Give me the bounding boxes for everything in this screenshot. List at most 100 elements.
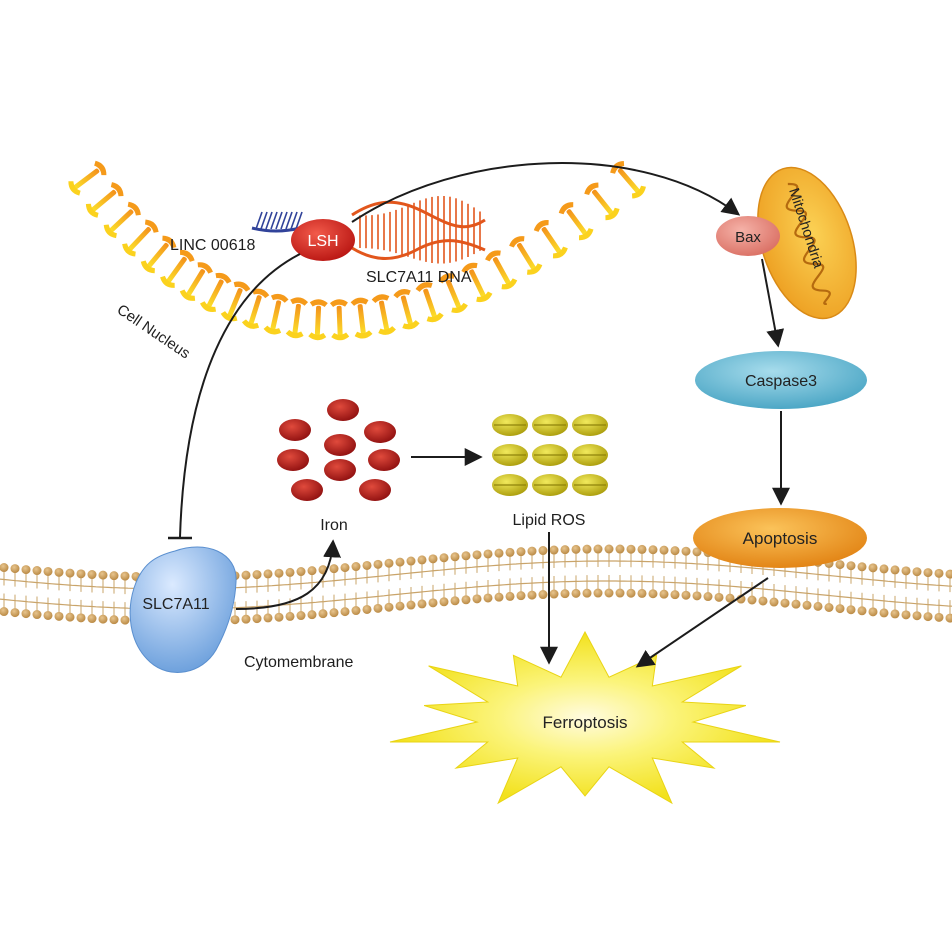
lipid-head xyxy=(0,607,9,617)
lipid-head xyxy=(505,547,515,557)
lipid-head xyxy=(560,545,570,555)
lipid-head xyxy=(10,608,20,618)
envelope-segment xyxy=(263,293,289,335)
lipid-head xyxy=(241,570,251,580)
lipid-head xyxy=(252,570,262,580)
envelope-segment xyxy=(220,281,251,322)
lipid-head xyxy=(703,592,713,602)
slc7a11-dna-helix xyxy=(351,196,486,264)
bax-node xyxy=(716,216,780,256)
lipid-head xyxy=(307,566,317,576)
lipid-head xyxy=(43,610,53,620)
lipid-head xyxy=(648,545,658,555)
iron-particle xyxy=(291,479,323,501)
lipid-head xyxy=(538,590,548,600)
lipid-head xyxy=(32,610,42,620)
envelope-segment xyxy=(533,220,568,259)
lipid-head xyxy=(76,613,86,623)
lipid-head xyxy=(439,597,449,607)
edge-slc7a11-iron xyxy=(235,539,342,610)
lipid-head xyxy=(692,547,702,557)
lipid-head xyxy=(670,546,680,556)
nucleus-envelope xyxy=(68,160,646,341)
lipid-head xyxy=(340,607,350,617)
lipid-head xyxy=(615,544,625,554)
lipid-head xyxy=(879,564,889,574)
edge-bax-caspase3 xyxy=(761,258,785,348)
lipid-head xyxy=(274,612,284,622)
lipid-head xyxy=(10,564,20,574)
iron-cluster xyxy=(277,399,400,501)
lipid-head xyxy=(571,544,581,554)
iron-label: Iron xyxy=(320,517,348,534)
lipid-head xyxy=(87,570,97,580)
envelope-segment xyxy=(179,262,213,301)
lipid-head xyxy=(505,591,515,601)
iron-particle xyxy=(324,434,356,456)
envelope-segment xyxy=(509,236,543,275)
lipid-head xyxy=(604,544,614,554)
envelope-segment xyxy=(200,272,232,313)
lipid-head xyxy=(54,567,64,577)
slc7a11-transporter xyxy=(129,546,237,673)
lipid-head xyxy=(384,602,394,612)
lipid-head xyxy=(813,601,823,611)
envelope-segment xyxy=(160,249,195,288)
lipid-head xyxy=(549,589,559,599)
lipid-ros-particle xyxy=(532,474,568,496)
lipid-head xyxy=(593,544,603,554)
cell-nucleus-label: Cell Nucleus xyxy=(114,301,193,362)
lipid-head xyxy=(912,567,922,577)
lipid-head xyxy=(670,590,680,600)
lipid-head xyxy=(241,614,251,624)
lipid-head xyxy=(769,597,779,607)
envelope-segment xyxy=(68,160,107,196)
lipid-head xyxy=(835,604,845,614)
lipid-head xyxy=(516,547,526,557)
lipid-head xyxy=(604,588,614,598)
rna-strand-tick xyxy=(270,211,278,230)
linc00618-label: LINC 00618 xyxy=(170,237,255,254)
lipid-head xyxy=(890,609,900,619)
lipid-head xyxy=(692,591,702,601)
lipid-head xyxy=(923,612,933,622)
lipid-head xyxy=(0,563,9,573)
lipid-head xyxy=(714,592,724,602)
lipid-head xyxy=(285,611,295,621)
lipid-ros-particle xyxy=(532,444,568,466)
lipid-head xyxy=(923,568,933,578)
envelope-segment xyxy=(558,202,594,241)
lipid-head xyxy=(483,593,493,603)
lipid-head xyxy=(824,602,834,612)
slc7a11-label: SLC7A11 xyxy=(142,596,209,613)
iron-particle xyxy=(324,459,356,481)
envelope-segment xyxy=(122,219,159,257)
lipid-head xyxy=(725,593,735,603)
envelope-segment xyxy=(85,182,124,218)
lipid-head xyxy=(461,595,471,605)
rna-strand-tick xyxy=(290,211,298,230)
lipid-head xyxy=(901,566,911,576)
lipid-head xyxy=(538,546,548,556)
caspase3-node xyxy=(695,351,867,409)
lipid-head xyxy=(637,588,647,598)
lipid-ros-cluster xyxy=(492,414,608,496)
lipid-ros-particle xyxy=(492,474,528,496)
lipid-head xyxy=(43,566,53,576)
iron-particle xyxy=(327,399,359,421)
lipid-head xyxy=(21,565,31,575)
lipid-head xyxy=(362,560,372,570)
lipid-head xyxy=(945,613,952,623)
lipid-head xyxy=(120,571,130,581)
edge-lsh-bax xyxy=(351,162,741,223)
rna-strand-tick xyxy=(275,211,283,230)
lipid-head xyxy=(494,548,504,558)
lipid-head xyxy=(109,571,119,581)
lipid-head xyxy=(802,600,812,610)
lsh-label: LSH xyxy=(307,233,338,250)
lipid-head xyxy=(32,566,42,576)
lipid-head xyxy=(98,614,108,624)
apoptosis-label: Apoptosis xyxy=(743,529,818,548)
envelope-segment xyxy=(584,182,620,221)
